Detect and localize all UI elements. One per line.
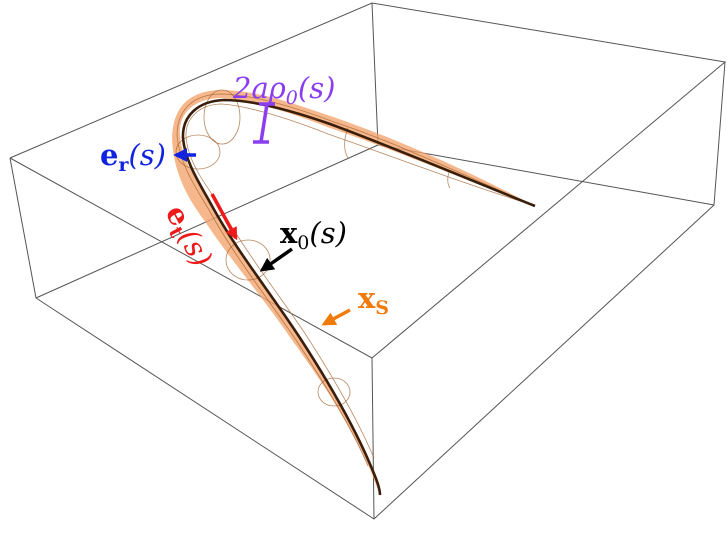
mesh-ring: [317, 377, 351, 407]
mesh-ring: [203, 89, 241, 145]
radius-marker: [253, 102, 275, 144]
xs-label: xS: [358, 281, 389, 319]
bounding-box: [9, 2, 726, 520]
box-front-edges: [9, 60, 726, 520]
box-back-edges: [9, 2, 726, 299]
er-label: er(s): [100, 138, 166, 176]
tube-centerline: [181, 98, 536, 496]
radius-label: 2aρ0(s): [232, 71, 335, 109]
x0-label: x0(s): [280, 216, 347, 254]
tube-mesh: [175, 89, 534, 467]
et-arrow: [210, 193, 238, 241]
x0-arrow: [259, 247, 294, 272]
tube: [172, 89, 536, 496]
tube-body: [172, 90, 533, 496]
xs-arrow: [321, 308, 351, 326]
